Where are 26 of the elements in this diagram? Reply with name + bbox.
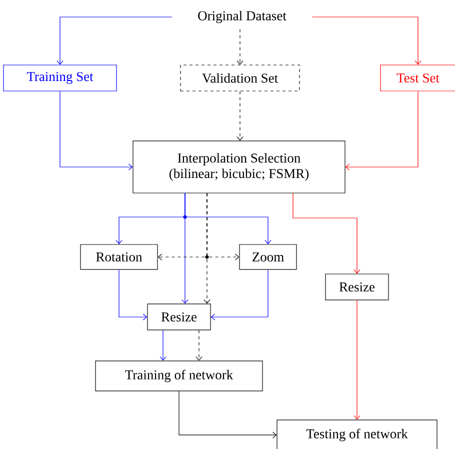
arrow [236,28,244,65]
process-box: Interpolation Selection (bilinear; bicubic; FSMR) [132,140,346,194]
arrow [312,16,422,65]
arrow [236,91,244,141]
arrow [178,390,277,438]
process-box: Zoom [239,244,297,270]
arrow [354,300,360,420]
arrow [210,270,268,320]
process-box: Training of network [95,360,263,392]
arrow [206,192,240,260]
process-box: Resize [147,304,211,330]
process-box: Resize [325,274,389,300]
process-box: Rotation [80,244,158,270]
process-box: Validation Set [180,64,300,92]
arrow [56,16,172,65]
process-box: Training Set [3,64,117,92]
arrow [196,330,202,361]
arrow [60,91,133,170]
arrow [182,192,188,304]
arrow [118,270,148,320]
process-box: Test Set [380,64,455,92]
dataset-label: Original Dataset [198,10,286,24]
arrow [292,192,360,274]
process-box: Testing of network [276,420,438,449]
arrow [160,330,166,361]
arrow [345,91,418,170]
